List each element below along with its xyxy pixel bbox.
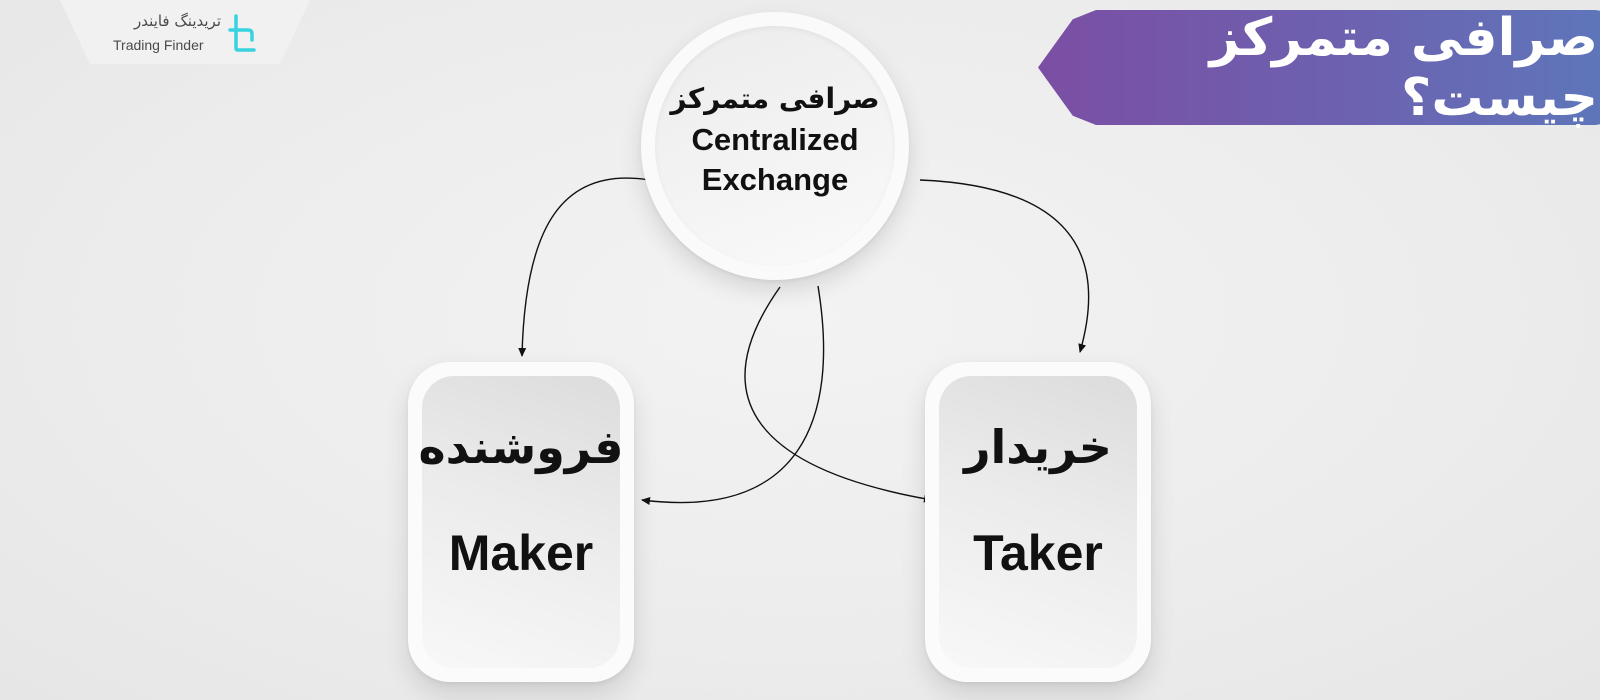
center-label-english-line1: Centralized: [691, 122, 859, 157]
center-label-english: Centralized Exchange: [655, 120, 895, 200]
arrow-center-to-seller: [518, 177, 661, 357]
buyer-node-inner: [939, 376, 1137, 668]
center-label-english-line2: Exchange: [701, 162, 849, 197]
logo-tab: [60, 0, 310, 64]
logo-text: تریدینگ فایندر Trading Finder: [113, 12, 221, 54]
arrow-center-to-seller-lower: [641, 285, 825, 505]
center-label-persian: صرافی متمرکز: [670, 82, 880, 115]
buyer-label-english: Taker: [973, 525, 1103, 581]
buyer-label-persian: خریدار: [964, 420, 1112, 474]
logo-english: Trading Finder: [113, 37, 204, 53]
arrow-center-to-buyer-lower: [744, 286, 933, 503]
trading-finder-logo-icon: [228, 14, 256, 52]
arrow-center-to-buyer: [919, 179, 1090, 353]
seller-label-persian: فروشنده: [418, 420, 624, 474]
centralized-exchange-node-inner: [655, 26, 895, 266]
title-banner: [1038, 10, 1600, 125]
seller-node-inner: [422, 376, 620, 668]
logo-persian: تریدینگ فایندر: [134, 12, 221, 30]
seller-label-english: Maker: [448, 525, 594, 581]
